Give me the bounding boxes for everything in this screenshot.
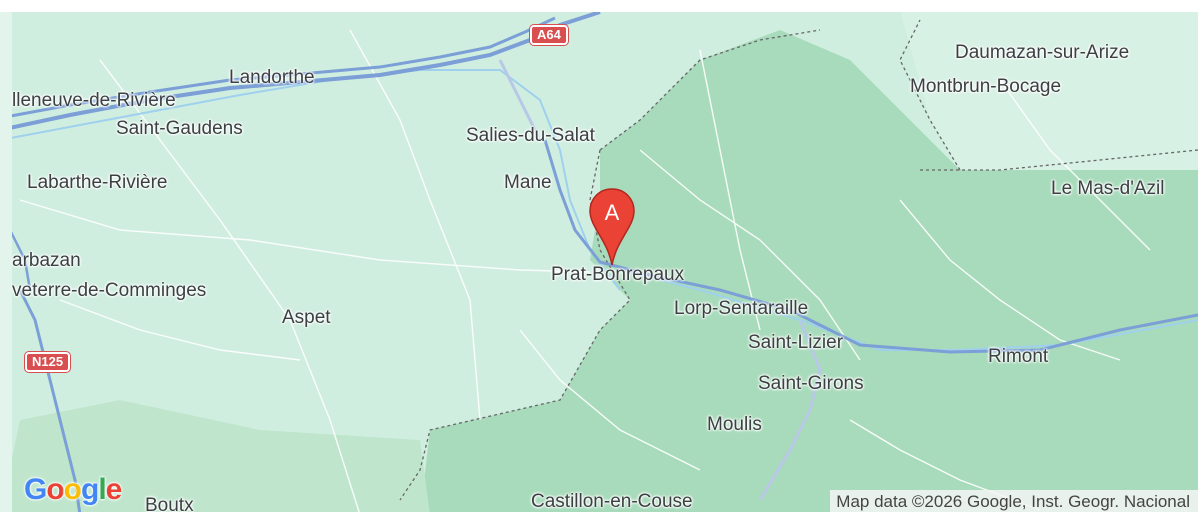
marker-label: A: [604, 200, 620, 225]
logo-letter: g: [81, 473, 99, 506]
road-north: [498, 59, 542, 141]
map-pin-icon[interactable]: [587, 187, 637, 267]
road-saint-girons: [758, 319, 822, 501]
place-label-saint-girons[interactable]: Saint-Girons: [758, 373, 864, 394]
river-garonne: [0, 69, 621, 291]
place-label-daumazan[interactable]: Daumazan-sur-Arize: [955, 42, 1130, 63]
place-label-montbrun[interactable]: Montbrun-Bocage: [910, 76, 1062, 97]
place-label-boutx[interactable]: Boutx: [145, 495, 194, 515]
forest-region-south: [0, 400, 430, 515]
map-left-edge: [0, 0, 12, 515]
place-label-mane[interactable]: Mane: [504, 172, 552, 193]
place-label-labarthe[interactable]: Labarthe-Rivière: [27, 172, 168, 193]
road-shield-a64: A64: [530, 25, 568, 45]
road-main-salat: [543, 139, 1198, 354]
lowland-northeast: [900, 10, 1198, 170]
place-label-aspet[interactable]: Aspet: [282, 307, 331, 328]
map-top-edge: [0, 0, 1198, 12]
road-shield-n125: N125: [25, 352, 71, 372]
place-label-salies[interactable]: Salies-du-Salat: [466, 125, 595, 146]
place-label-saint-lizier[interactable]: Saint-Lizier: [748, 332, 844, 353]
place-label-lorp[interactable]: Lorp-Sentaraille: [674, 298, 809, 319]
map-bottom-edge: [0, 512, 1198, 515]
logo-letter: G: [24, 473, 47, 506]
forest-region: [420, 30, 1198, 515]
place-label-valentine[interactable]: veterre-de-Comminges: [12, 280, 207, 301]
department-border-north: [920, 149, 1198, 171]
place-label-landorthe[interactable]: Landorthe: [229, 67, 315, 88]
place-label-castillon[interactable]: Castillon-en-Couse: [531, 491, 693, 512]
place-label-saint-gaudens[interactable]: Saint-Gaudens: [116, 118, 243, 139]
google-logo: Google: [24, 473, 123, 507]
logo-letter: l: [98, 473, 106, 506]
place-label-rimont[interactable]: Rimont: [988, 346, 1049, 367]
place-label-villeneuve[interactable]: lleneuve-de-Rivière: [12, 90, 176, 111]
logo-letter: o: [46, 473, 64, 506]
logo-letter: o: [63, 473, 82, 506]
logo-letter: e: [105, 473, 123, 506]
road-n125: [18, 289, 82, 515]
place-label-mas-dazil[interactable]: Le Mas-d'Azil: [1051, 178, 1165, 199]
place-label-moulis[interactable]: Moulis: [707, 414, 762, 435]
map-attribution[interactable]: Map data ©2026 Google, Inst. Geogr. Naci…: [830, 490, 1198, 515]
place-label-barbazan[interactable]: arbazan: [12, 250, 81, 271]
place-label-prat-bonrepaux[interactable]: Prat-Bonrepaux: [551, 264, 685, 285]
